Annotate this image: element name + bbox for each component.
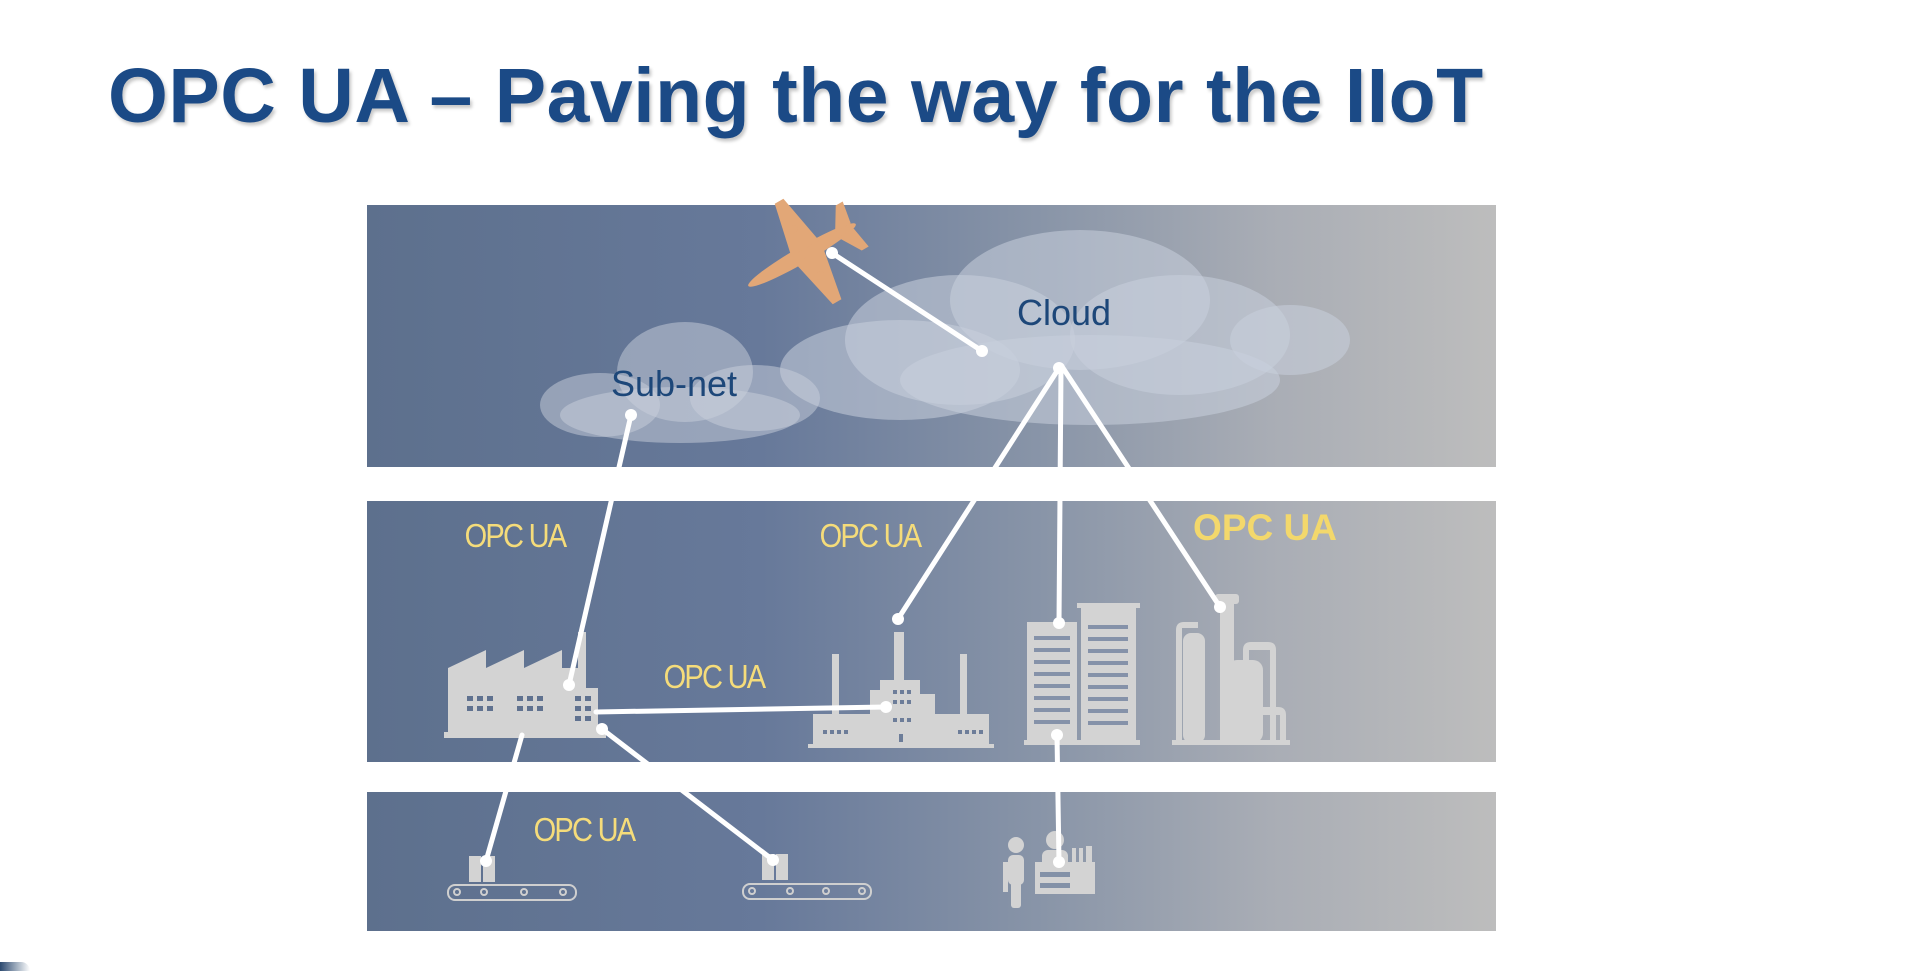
link-nodes [480,247,1226,868]
office-building-icon [1024,603,1140,745]
link-airplane-cloud [829,250,985,354]
airplane-icon [748,198,869,305]
factory-icon [444,632,606,738]
opc-ua-label: OPC UA [1193,507,1337,548]
link-factory-conveyor2 [599,726,776,863]
corner-decoration [0,962,30,971]
link-cloud-refinery [1060,365,1223,610]
conveyor-robot-icon [742,854,872,900]
link-subnet-factory [566,412,634,688]
network-links [483,250,1223,865]
operator-workstation-icon [1003,831,1095,908]
cloud-label: Cloud [1016,292,1112,333]
refinery-icon [1172,594,1290,745]
link-factory-powerplant [593,704,889,715]
link-factory-conveyor1 [483,732,525,864]
subnet-cloud-icon [540,322,820,443]
slide-title: OPC UA – Paving the way for the IIoT [108,53,1484,139]
conveyor-robot-icon [447,856,577,901]
subnet-label: Sub-net [610,363,738,404]
opc-ua-label: OPC UA [464,517,568,554]
main-cloud-icon [780,230,1350,425]
opc-ua-label: OPC UA [819,517,923,554]
field-layer-band [367,792,1496,931]
opc-ua-label: OPC UA [533,811,637,848]
link-cloud-powerplant [895,365,1062,622]
opc-ua-label: OPC UA [663,658,767,695]
link-cloud-building [1056,365,1064,626]
power-plant-icon [808,632,994,748]
link-building-workstation [1054,732,1062,865]
